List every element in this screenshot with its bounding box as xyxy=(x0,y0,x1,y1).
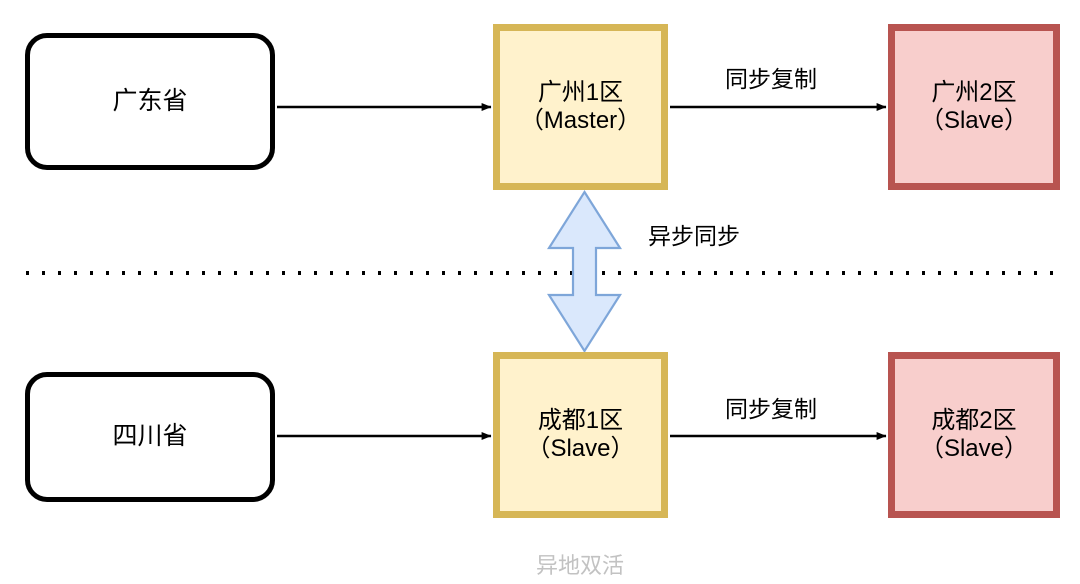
node-guangdong-label: 广东省 xyxy=(112,86,188,115)
node-guangzhou-zone2-name: 广州2区 xyxy=(931,78,1017,106)
node-chengdu-zone2[interactable]: 成都2区 （Slave） xyxy=(888,352,1060,518)
node-guangzhou-zone1-role: （Master） xyxy=(519,107,642,134)
diagram-caption: 异地双活 xyxy=(535,553,624,578)
edge-label-async-sync: 异步同步 xyxy=(648,223,740,249)
node-guangzhou-zone1-name: 广州1区 xyxy=(537,78,624,106)
node-chengdu-zone1[interactable]: 成都1区 （Slave） xyxy=(493,352,668,518)
node-chengdu-zone2-name: 成都2区 xyxy=(931,406,1017,434)
node-chengdu-zone2-role: （Slave） xyxy=(919,435,1029,462)
node-sichuan-label: 四川省 xyxy=(112,422,188,451)
node-guangzhou-zone2-role: （Slave） xyxy=(919,107,1029,134)
node-guangdong[interactable]: 广东省 xyxy=(25,33,275,170)
async-sync-double-arrow-icon xyxy=(547,189,622,354)
node-guangzhou-zone1[interactable]: 广州1区 （Master） xyxy=(493,24,668,190)
edge-label-chengdu-sync-replication: 同步复制 xyxy=(725,396,817,422)
node-chengdu-zone1-name: 成都1区 xyxy=(537,406,624,434)
node-guangzhou-zone2[interactable]: 广州2区 （Slave） xyxy=(888,24,1060,190)
node-sichuan[interactable]: 四川省 xyxy=(25,372,275,502)
edge-label-guangzhou-sync-replication: 同步复制 xyxy=(725,66,817,92)
node-chengdu-zone1-role: （Slave） xyxy=(526,435,635,462)
